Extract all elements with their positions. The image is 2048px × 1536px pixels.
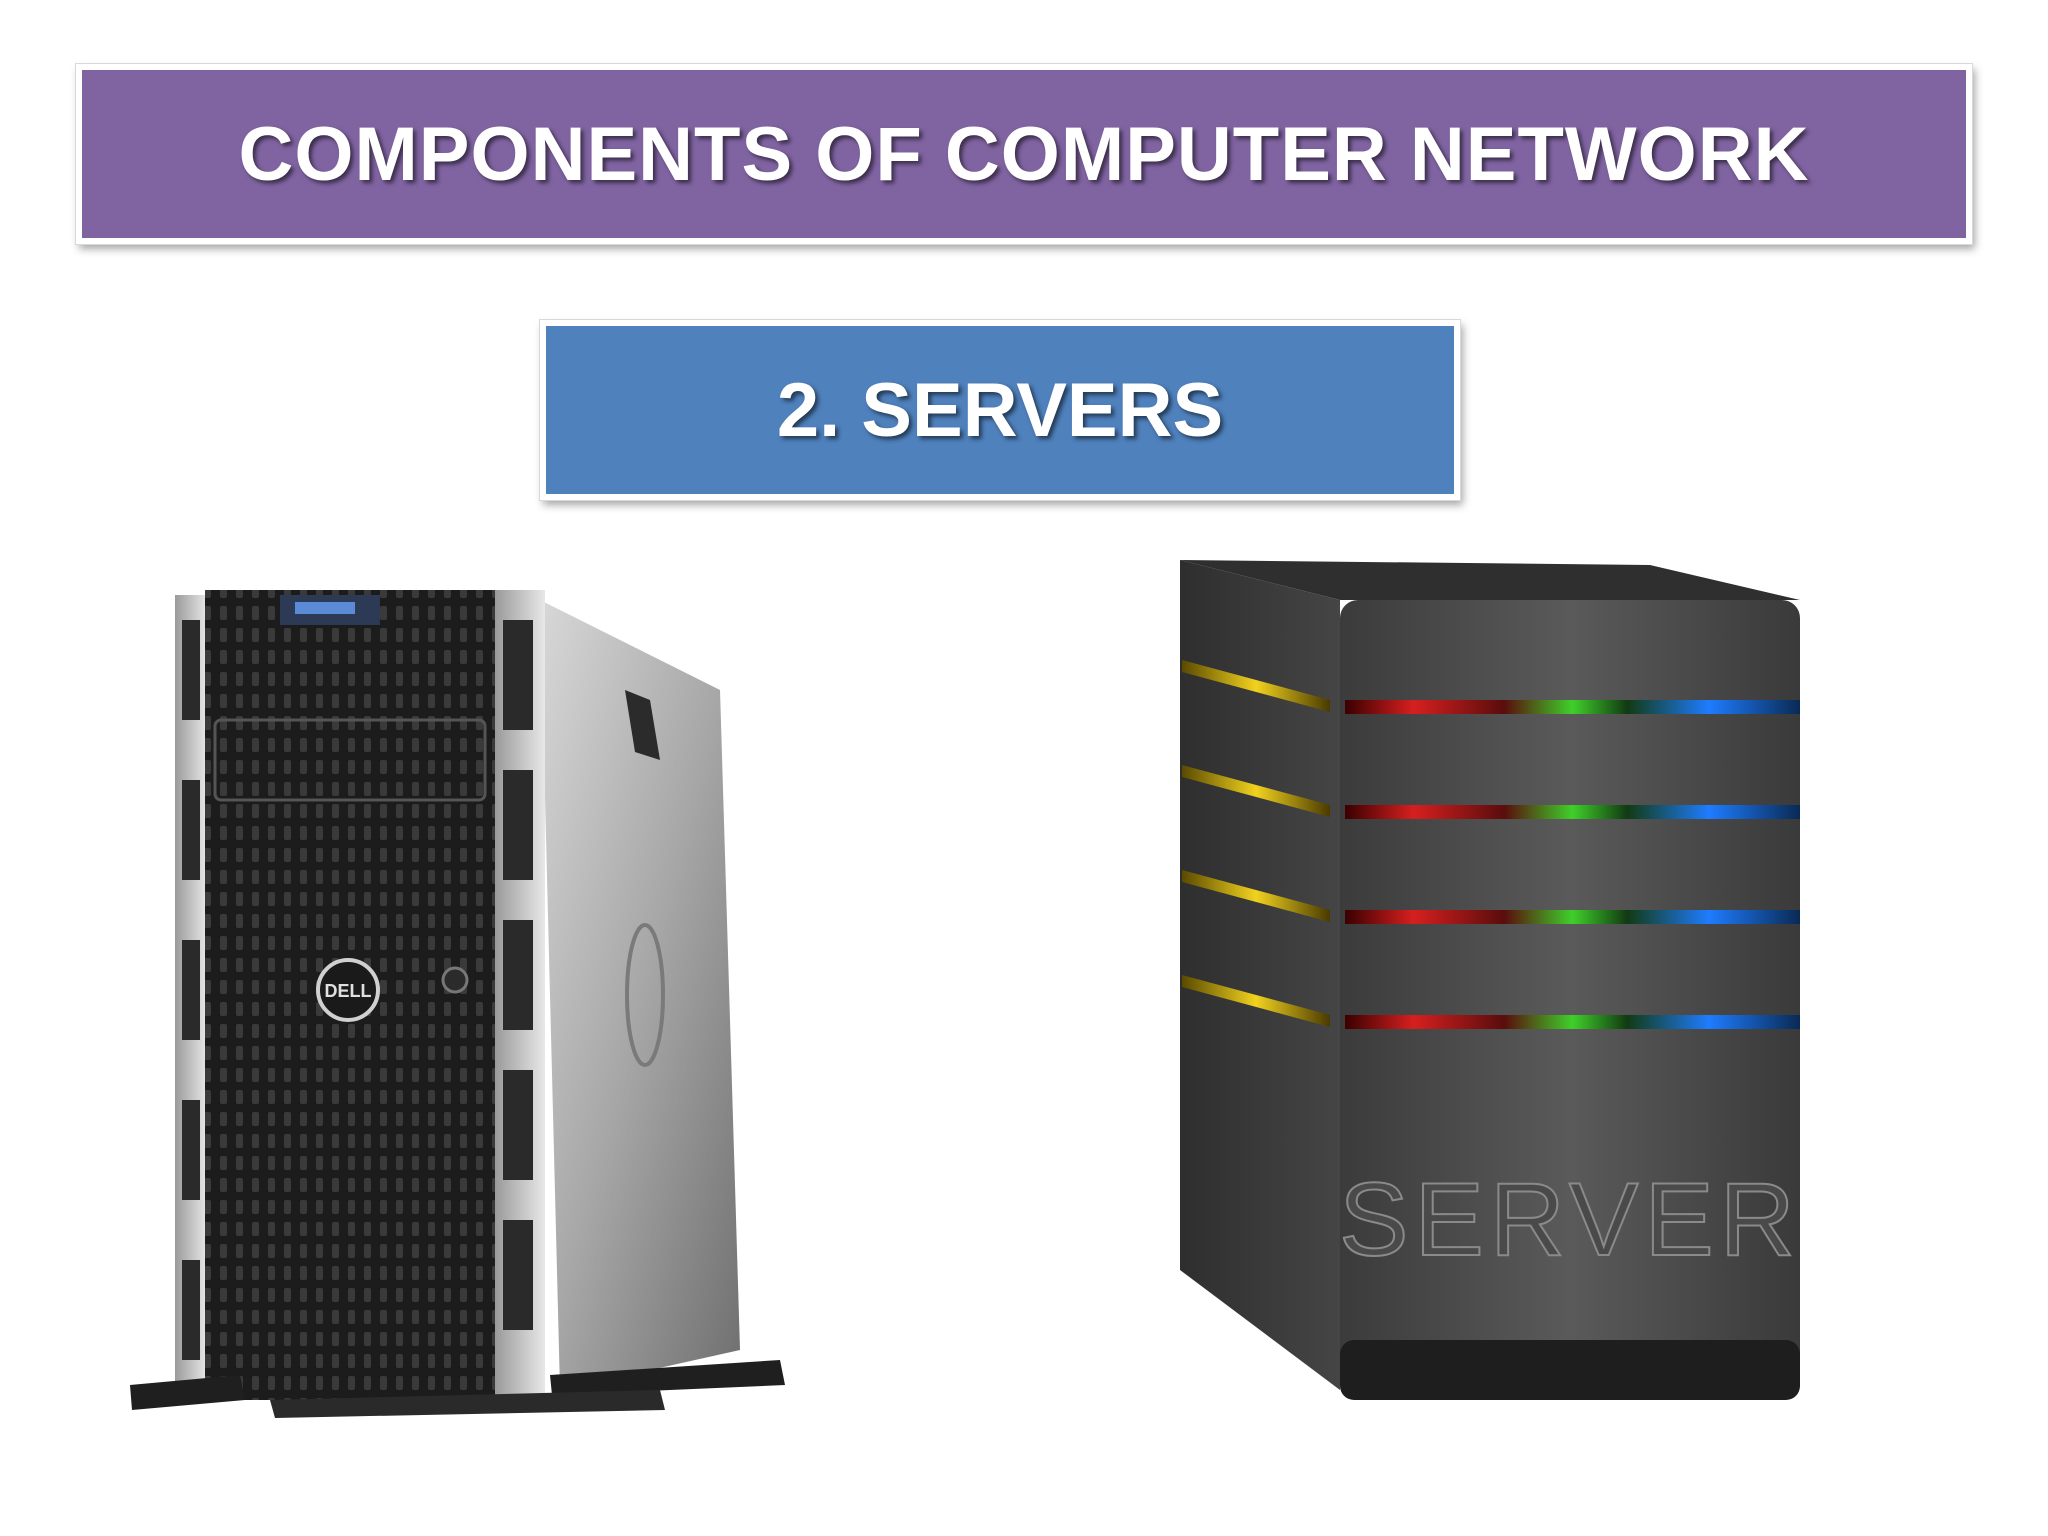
tower-server-icon: DELL (130, 590, 785, 1418)
slide-title: COMPONENTS OF COMPUTER NETWORK (238, 111, 1810, 197)
server-graphic-icon: SERVER (1180, 560, 1801, 1400)
slide-subtitle: 2. SERVERS (776, 367, 1224, 453)
slide-subtitle-banner: 2. SERVERS (540, 320, 1460, 500)
slide-title-banner: COMPONENTS OF COMPUTER NETWORK (76, 64, 1972, 244)
dell-logo-text: DELL (325, 981, 372, 1001)
server-label: SERVER (1339, 1162, 1801, 1278)
